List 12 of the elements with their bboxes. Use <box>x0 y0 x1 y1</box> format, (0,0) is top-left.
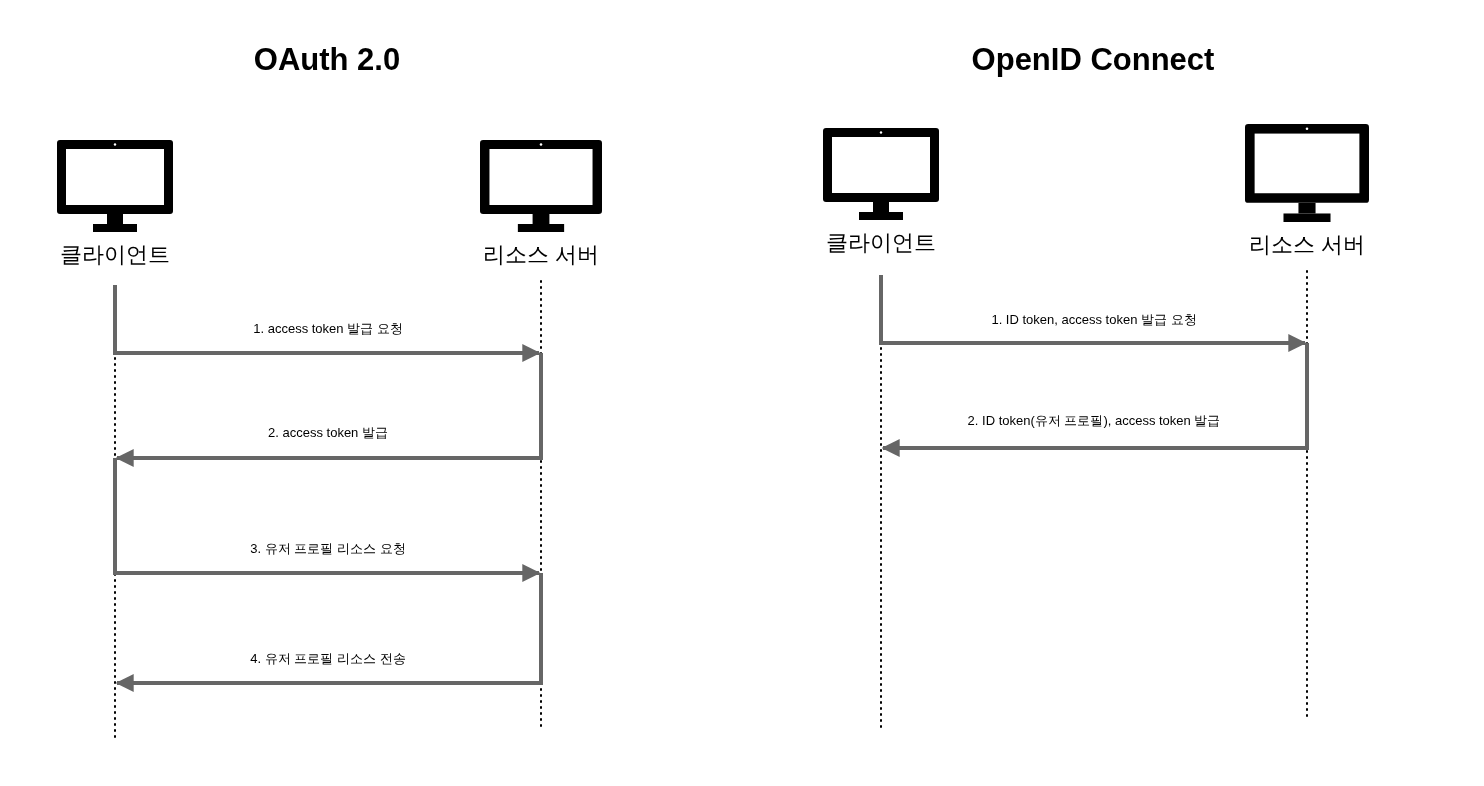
message-arrow <box>113 285 541 362</box>
participant-label: 리소스 서버 <box>482 241 600 269</box>
panel-title: OpenID Connect <box>971 42 1215 78</box>
message-arrow <box>113 458 541 582</box>
participant-label: 클라이언트 <box>826 229 936 257</box>
message-arrow <box>881 343 1309 457</box>
participant-label: 클라이언트 <box>60 241 170 269</box>
panel-title: OAuth 2.0 <box>253 42 401 78</box>
participant-label: 리소스 서버 <box>1248 231 1366 259</box>
message-arrow <box>115 353 543 467</box>
message-arrow <box>115 573 543 692</box>
message-arrow <box>879 275 1307 352</box>
